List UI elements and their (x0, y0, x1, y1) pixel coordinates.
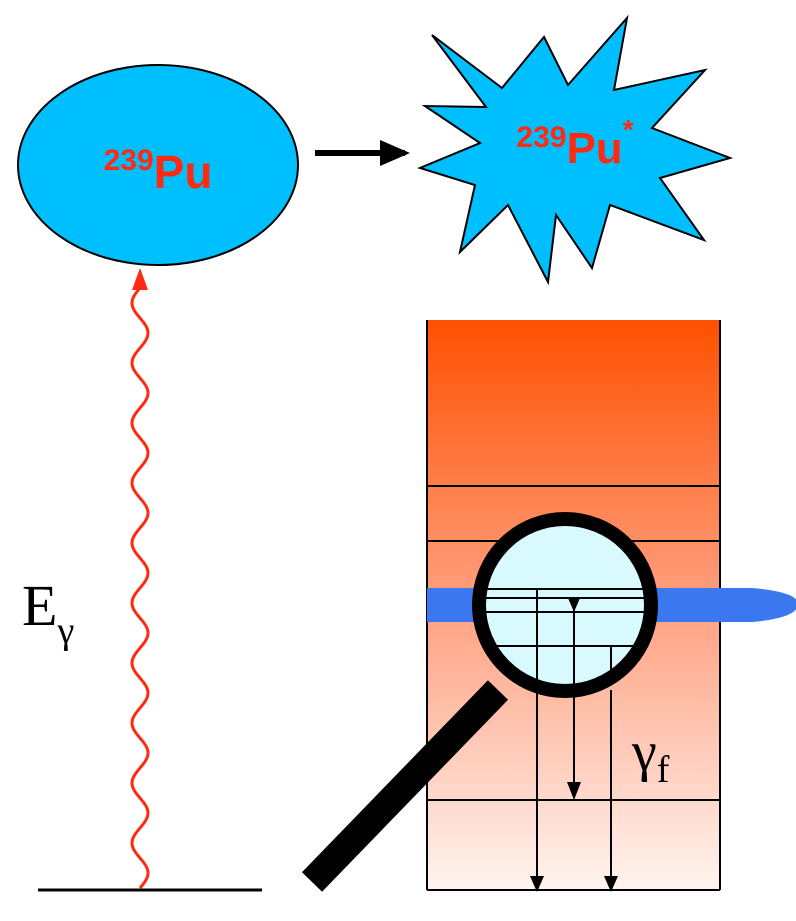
magnifier-lens (479, 519, 651, 691)
nucleus-symbol: Pu (154, 146, 213, 198)
photon-energy-symbol: E (22, 573, 57, 638)
magnifying-glass-icon (301, 512, 658, 892)
ground-state-nucleus: 239Pu (17, 64, 299, 266)
magnifier-handle (301, 680, 509, 892)
excited-nucleus-label: 239Pu* (516, 114, 633, 173)
excitation-arrowhead (380, 140, 410, 166)
starburst-shape (417, 14, 734, 286)
gamma-arrowhead (567, 782, 581, 800)
fission-gamma-subscript: f (657, 749, 670, 791)
nucleus-mass-number: 239 (104, 144, 154, 177)
nucleus-label: 239Pu (104, 144, 213, 198)
magnifier-rim (472, 512, 658, 698)
photon-energy-label: Eγ (22, 573, 74, 652)
fission-gamma-label: γf (631, 721, 670, 791)
photon-wave (130, 268, 150, 889)
magnified-levels (479, 588, 651, 691)
photon-energy-subscript: γ (56, 610, 74, 652)
gamma-arrowhead (604, 876, 618, 892)
excitation-mark: * (623, 114, 634, 145)
nucleus-ellipse (17, 64, 299, 266)
photon-arrowhead (132, 268, 148, 290)
gamma-arrowhead (530, 876, 544, 892)
excited-mass-number: 239 (516, 121, 566, 154)
excited-nucleus: 239Pu* (417, 14, 734, 286)
photon-wavy-line (130, 285, 150, 889)
fission-gamma-symbol: γ (631, 721, 657, 783)
fine-gamma-arrowhead (568, 598, 580, 612)
excited-symbol: Pu (566, 124, 622, 173)
gamma-decay-arrows (530, 690, 618, 892)
